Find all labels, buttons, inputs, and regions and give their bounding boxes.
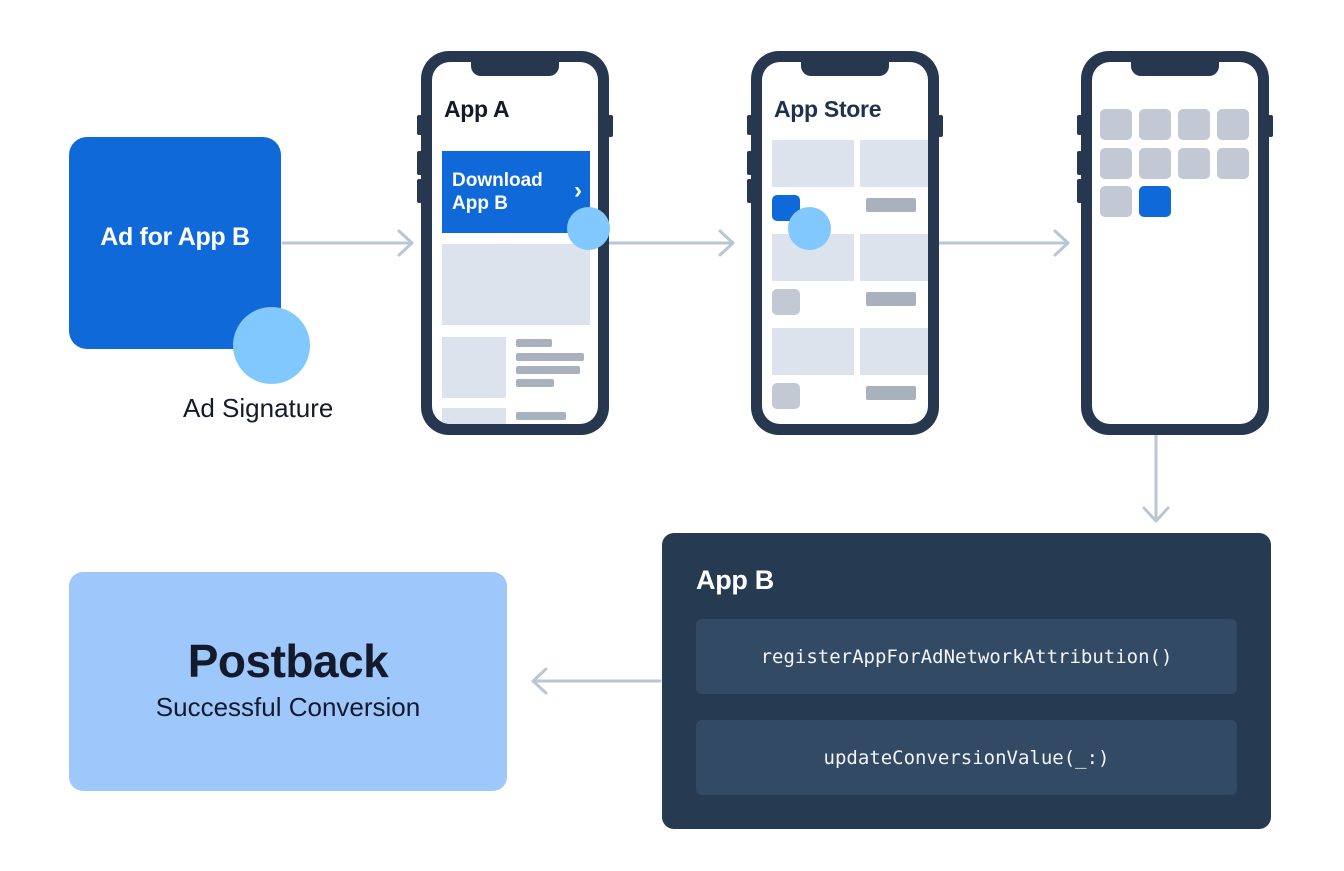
- phone-side-button: [417, 179, 422, 203]
- phone-side-button: [417, 151, 422, 175]
- home-app-icon: [1178, 148, 1210, 179]
- phone-side-button: [1077, 179, 1082, 203]
- home-app-icon: [1178, 109, 1210, 140]
- arrow-app-b-to-postback-head: [531, 667, 548, 695]
- get-button-placeholder: [866, 198, 916, 212]
- touch-indicator: [788, 207, 831, 250]
- home-app-icon: [1100, 148, 1132, 179]
- arrow-store-to-home-head: [1053, 229, 1070, 257]
- download-button-label: Download App B: [452, 170, 543, 214]
- phone-home-screen: [1077, 51, 1273, 435]
- text-placeholder: [516, 339, 552, 347]
- home-app-icon: [1139, 148, 1171, 179]
- store-tile: [860, 328, 928, 375]
- arrow-ad-to-app-a-head: [397, 229, 414, 257]
- home-app-icon: [1100, 186, 1132, 217]
- phone-screen: App Store: [762, 62, 928, 424]
- get-button-placeholder: [866, 292, 916, 306]
- text-placeholder: [516, 366, 580, 374]
- thumbnail-placeholder: [442, 337, 506, 398]
- app-icon-placeholder: [772, 289, 800, 315]
- app-b-title: App B: [696, 565, 774, 595]
- home-app-icon: [1100, 109, 1132, 140]
- phone-side-button: [1077, 115, 1082, 135]
- arrow-home-to-app-b-head: [1142, 506, 1170, 523]
- phone-screen: [1092, 62, 1258, 424]
- ad-signature-dot: [233, 307, 310, 384]
- app-a-title: App A: [444, 96, 510, 122]
- method-update-conversion: updateConversionValue(_:): [696, 720, 1237, 795]
- app-b-home-icon[interactable]: [1139, 186, 1171, 217]
- phone-side-button: [747, 151, 752, 175]
- store-tile: [860, 140, 928, 187]
- phone-notch: [1131, 62, 1219, 76]
- get-button-placeholder: [866, 386, 916, 400]
- ad-card: Ad for App B: [69, 137, 281, 349]
- content-placeholder: [442, 244, 590, 325]
- method-register-attribution: registerAppForAdNetworkAttribution(): [696, 619, 1237, 694]
- app-icon-placeholder: [772, 383, 800, 409]
- home-app-icon: [1217, 109, 1249, 140]
- download-app-b-button[interactable]: Download App B ›: [442, 151, 590, 233]
- phone-side-button: [417, 115, 422, 135]
- ad-title: Ad for App B: [100, 222, 250, 251]
- arrow-app-a-to-store-head: [718, 229, 735, 257]
- app-b-panel: App B registerAppForAdNetworkAttribution…: [662, 533, 1271, 829]
- phone-notch: [801, 62, 889, 76]
- postback-subtitle: Successful Conversion: [155, 692, 421, 722]
- store-tile: [772, 328, 854, 375]
- home-app-icon: [1139, 109, 1171, 140]
- store-tile: [772, 140, 854, 187]
- phone-side-button: [1077, 151, 1082, 175]
- chevron-right-icon: ›: [574, 177, 582, 204]
- phone-screen: App A Download App B ›: [432, 62, 598, 424]
- text-placeholder: [516, 412, 566, 420]
- text-placeholder: [516, 353, 584, 361]
- home-app-icon: [1217, 148, 1249, 179]
- phone-side-button: [747, 115, 752, 135]
- phone-app-a: App A Download App B ›: [417, 51, 613, 435]
- store-tile: [860, 234, 928, 281]
- touch-indicator: [567, 207, 610, 250]
- phone-notch: [471, 62, 559, 76]
- phone-side-button: [1268, 115, 1273, 137]
- phone-side-button: [938, 115, 943, 137]
- ad-signature-label: Ad Signature: [183, 393, 334, 423]
- text-placeholder: [516, 379, 554, 387]
- phone-side-button: [608, 115, 613, 137]
- postback-title: Postback: [187, 635, 389, 687]
- postback-card: Postback Successful Conversion: [69, 572, 507, 791]
- app-store-title: App Store: [774, 96, 882, 122]
- thumbnail-placeholder: [442, 408, 506, 424]
- phone-side-button: [747, 179, 752, 203]
- phone-app-store: App Store: [747, 51, 943, 435]
